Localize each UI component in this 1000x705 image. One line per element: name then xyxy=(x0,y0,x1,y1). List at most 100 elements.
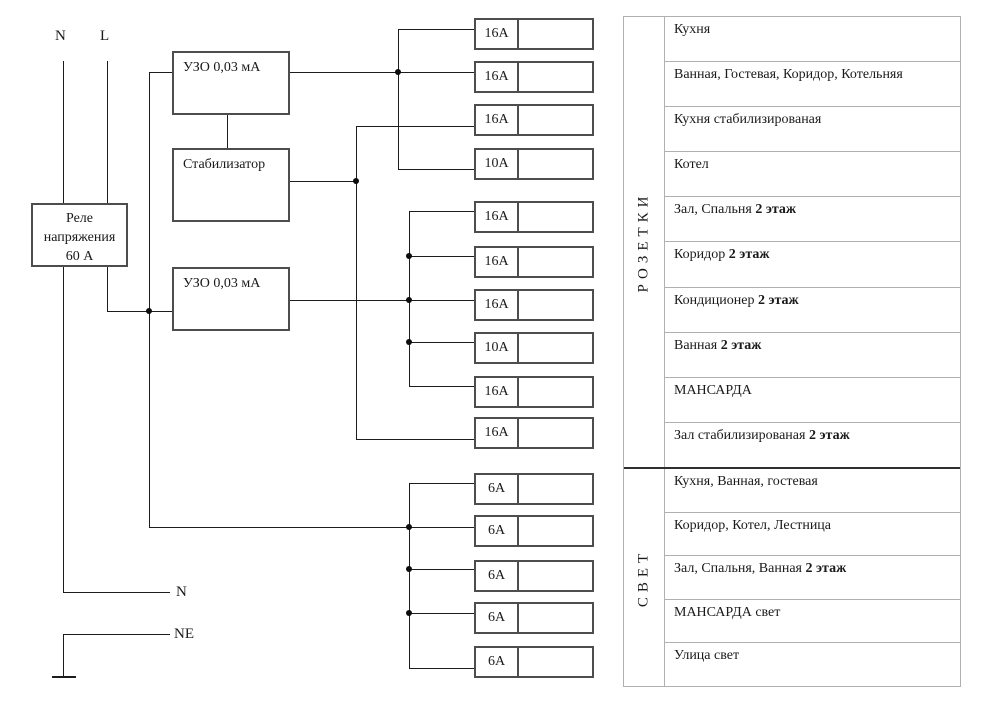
l-input-label: L xyxy=(100,28,110,44)
breaker-rating: 16А xyxy=(476,20,519,48)
wire xyxy=(409,256,474,257)
breaker-box: 6А xyxy=(474,646,594,678)
breaker-box: 16А xyxy=(474,61,594,93)
rcd-bottom-box: УЗО 0,03 мА xyxy=(172,267,290,331)
lights-label-column: СВЕТ xyxy=(624,469,665,686)
lights-rows: Кухня, Ванная, гостевая Коридор, Котел, … xyxy=(665,469,960,686)
breaker-rating: 16А xyxy=(476,106,519,134)
wire xyxy=(227,115,228,148)
row-text: Ванная, Гостевая, Коридор, Котельняя xyxy=(674,67,903,83)
junction-dot xyxy=(406,566,412,572)
breaker-box: 16А xyxy=(474,289,594,321)
table-row: Кухня, Ванная, гостевая xyxy=(665,469,960,513)
circuit-table: РОЗЕТКИ Кухня Ванная, Гостевая, Коридор,… xyxy=(623,16,961,687)
table-row: Котел xyxy=(665,152,960,198)
row-text-bold: 2 этаж xyxy=(728,247,770,263)
breaker-switch-cell xyxy=(519,291,592,319)
breaker-box: 6А xyxy=(474,515,594,547)
sockets-section-label: РОЗЕТКИ xyxy=(635,191,652,293)
junction-dot xyxy=(406,610,412,616)
breaker-switch-cell xyxy=(519,20,592,48)
breaker-box: 10А xyxy=(474,148,594,180)
lights-section-label: СВЕТ xyxy=(635,548,652,607)
wire xyxy=(409,211,474,212)
row-text-bold: 2 этаж xyxy=(755,202,797,218)
breaker-rating: 16А xyxy=(476,291,519,319)
n-output-label: N xyxy=(176,584,187,600)
breaker-rating: 16А xyxy=(476,378,519,406)
row-text: Кухня стабилизированая xyxy=(674,112,822,128)
table-row: Зал, Спальня 2 этаж xyxy=(665,197,960,243)
breaker-rating: 6А xyxy=(476,562,519,590)
row-text-bold: 2 этаж xyxy=(808,427,850,443)
breaker-box: 16А xyxy=(474,376,594,408)
sockets-label-column: РОЗЕТКИ xyxy=(624,17,665,467)
table-row: Ванная, Гостевая, Коридор, Котельняя xyxy=(665,62,960,108)
breaker-box: 16А xyxy=(474,201,594,233)
breaker-switch-cell xyxy=(519,150,592,178)
stabilizer-box: Стабилизатор xyxy=(172,148,290,222)
table-row: МАНСАРДА свет xyxy=(665,600,960,644)
table-row: Кухня стабилизированая xyxy=(665,107,960,153)
junction-dot xyxy=(146,308,152,314)
breaker-rating: 16А xyxy=(476,419,519,447)
rcd-top-box: УЗО 0,03 мА xyxy=(172,51,290,115)
relay-label-line2: напряжения xyxy=(43,230,116,245)
lights-section: СВЕТ Кухня, Ванная, гостевая Коридор, Ко… xyxy=(624,467,960,686)
breaker-switch-cell xyxy=(519,334,592,362)
breaker-box: 10А xyxy=(474,332,594,364)
breaker-rating: 6А xyxy=(476,475,519,503)
breaker-box: 16А xyxy=(474,18,594,50)
row-text: МАНСАРДА свет xyxy=(674,604,781,620)
breaker-box: 16А xyxy=(474,417,594,449)
breaker-rating: 6А xyxy=(476,517,519,545)
table-row: Ванная 2 этаж xyxy=(665,333,960,378)
wire xyxy=(63,592,170,593)
wire xyxy=(107,61,108,203)
table-row: Коридор, Котел, Лестница xyxy=(665,513,960,557)
breaker-switch-cell xyxy=(519,419,592,447)
junction-dot xyxy=(406,253,412,259)
table-row: Кондиционер 2 этаж xyxy=(665,288,960,333)
wire xyxy=(409,483,410,668)
table-row: Зал стабилизированая 2 этаж xyxy=(665,423,960,467)
row-text-bold: 2 этаж xyxy=(720,337,762,353)
breaker-switch-cell xyxy=(519,63,592,91)
row-text: Коридор xyxy=(674,247,729,263)
wire xyxy=(409,668,474,669)
breaker-rating: 6А xyxy=(476,604,519,632)
sockets-rows: Кухня Ванная, Гостевая, Коридор, Котельн… xyxy=(665,17,960,467)
wire xyxy=(356,439,474,440)
wire xyxy=(63,61,64,203)
row-text: Зал стабилизированая xyxy=(674,427,809,443)
table-row: Улица свет xyxy=(665,643,960,686)
table-row: Коридор 2 этаж xyxy=(665,242,960,288)
wire xyxy=(409,483,474,484)
rcd-bottom-label: УЗО 0,03 мА xyxy=(183,276,261,291)
breaker-switch-cell xyxy=(519,203,592,231)
voltage-relay-box: Реле напряжения 60 А xyxy=(31,203,128,267)
wire xyxy=(290,72,474,73)
ne-output-label: NE xyxy=(174,626,194,642)
table-row: МАНСАРДА xyxy=(665,378,960,423)
relay-label-line1: Реле xyxy=(65,211,93,226)
wire xyxy=(107,267,108,311)
relay-label-line3: 60 А xyxy=(65,249,94,264)
wire xyxy=(356,126,357,439)
row-text: Котел xyxy=(674,157,709,173)
wire xyxy=(409,342,474,343)
wire xyxy=(63,634,64,677)
row-text: Коридор, Котел, Лестница xyxy=(674,517,832,533)
wire xyxy=(409,569,474,570)
row-text: Кондиционер xyxy=(674,292,758,308)
wire xyxy=(149,72,172,73)
wire xyxy=(409,386,474,387)
wire xyxy=(290,300,474,301)
breaker-rating: 6А xyxy=(476,648,519,676)
row-text: Ванная xyxy=(674,337,721,353)
breaker-switch-cell xyxy=(519,378,592,406)
wire xyxy=(398,29,399,169)
row-text: Кухня xyxy=(674,22,711,37)
breaker-switch-cell xyxy=(519,562,592,590)
